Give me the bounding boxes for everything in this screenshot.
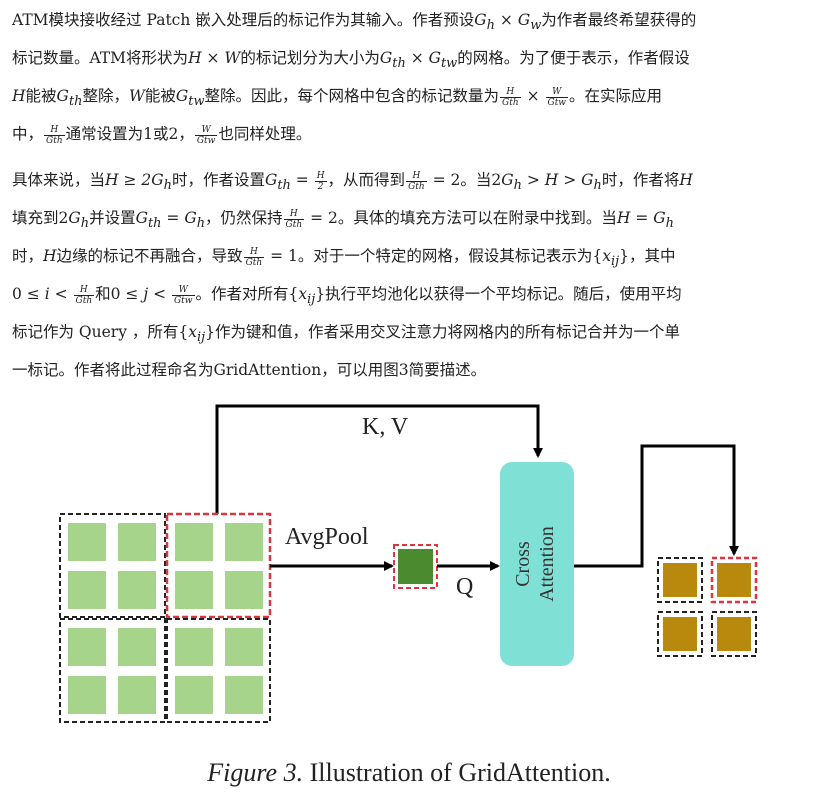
paragraph-1: ATM模块接收经过 Patch 嵌入处理后的标记作为其输入。作者预设Gh × G… bbox=[12, 4, 808, 150]
input-patch-token bbox=[118, 628, 156, 666]
input-patch-token bbox=[68, 628, 106, 666]
input-patch-token bbox=[175, 676, 213, 714]
input-patch-token bbox=[225, 523, 263, 561]
cross-attention-block bbox=[500, 462, 574, 666]
output-merged-token bbox=[663, 617, 697, 651]
input-patch-token bbox=[175, 571, 213, 609]
kv-connector bbox=[215, 404, 543, 514]
input-patch-token bbox=[118, 523, 156, 561]
figure-number: Figure 3. bbox=[207, 758, 304, 787]
query-token bbox=[398, 549, 433, 584]
input-patch-token bbox=[68, 523, 106, 561]
input-patch-token bbox=[175, 628, 213, 666]
figure-caption: Figure 3. Illustration of GridAttention. bbox=[0, 758, 818, 788]
input-patch-token bbox=[225, 571, 263, 609]
input-patch-token bbox=[118, 571, 156, 609]
avgpool-label: AvgPool bbox=[285, 524, 369, 550]
p2-line5: 标记作为 Query ，所有{xij}作为键和值，作者采用交叉注意力将网格内的所… bbox=[12, 323, 681, 346]
input-patch-token bbox=[225, 676, 263, 714]
kv-label: K, V bbox=[362, 414, 409, 440]
caption-text: Illustration of GridAttention. bbox=[303, 758, 611, 787]
output-merged-token bbox=[717, 563, 751, 597]
p2-line6: 一标记。作者将此过程命名为GridAttention，可以用图3简要描述。 bbox=[12, 361, 487, 380]
output-connector bbox=[574, 444, 739, 568]
input-patch-token bbox=[175, 523, 213, 561]
grid-quadrant-top-left bbox=[59, 513, 166, 618]
output-token-frame bbox=[710, 556, 758, 604]
cross-attention-label-line1: Cross bbox=[512, 541, 534, 587]
output-merged-token bbox=[717, 617, 751, 651]
input-patch-token bbox=[68, 571, 106, 609]
gridattention-figure: K, V AvgPool Q Cross Attention bbox=[59, 404, 758, 723]
input-patch-token bbox=[225, 628, 263, 666]
q-label: Q bbox=[456, 574, 473, 600]
cross-attention-label-line2: Attention bbox=[536, 526, 558, 602]
input-patch-token bbox=[118, 676, 156, 714]
input-token-grid bbox=[59, 512, 272, 723]
p1-line1: ATM模块接收经过 Patch 嵌入处理后的标记作为其输入。作者预设Gh × G… bbox=[12, 11, 697, 34]
output-token-frame bbox=[657, 557, 703, 603]
output-token-grid bbox=[657, 556, 758, 657]
grid-quadrant-bottom-right bbox=[166, 618, 271, 723]
grid-quadrant-bottom-left bbox=[59, 618, 166, 723]
output-merged-token bbox=[663, 563, 697, 597]
output-token-frame bbox=[711, 611, 757, 657]
input-patch-token bbox=[68, 676, 106, 714]
output-token-frame bbox=[657, 611, 703, 657]
p1-line2: 标记数量。ATM将形状为H × W的标记划分为大小为Gth × Gtw的网格。为… bbox=[12, 49, 690, 72]
